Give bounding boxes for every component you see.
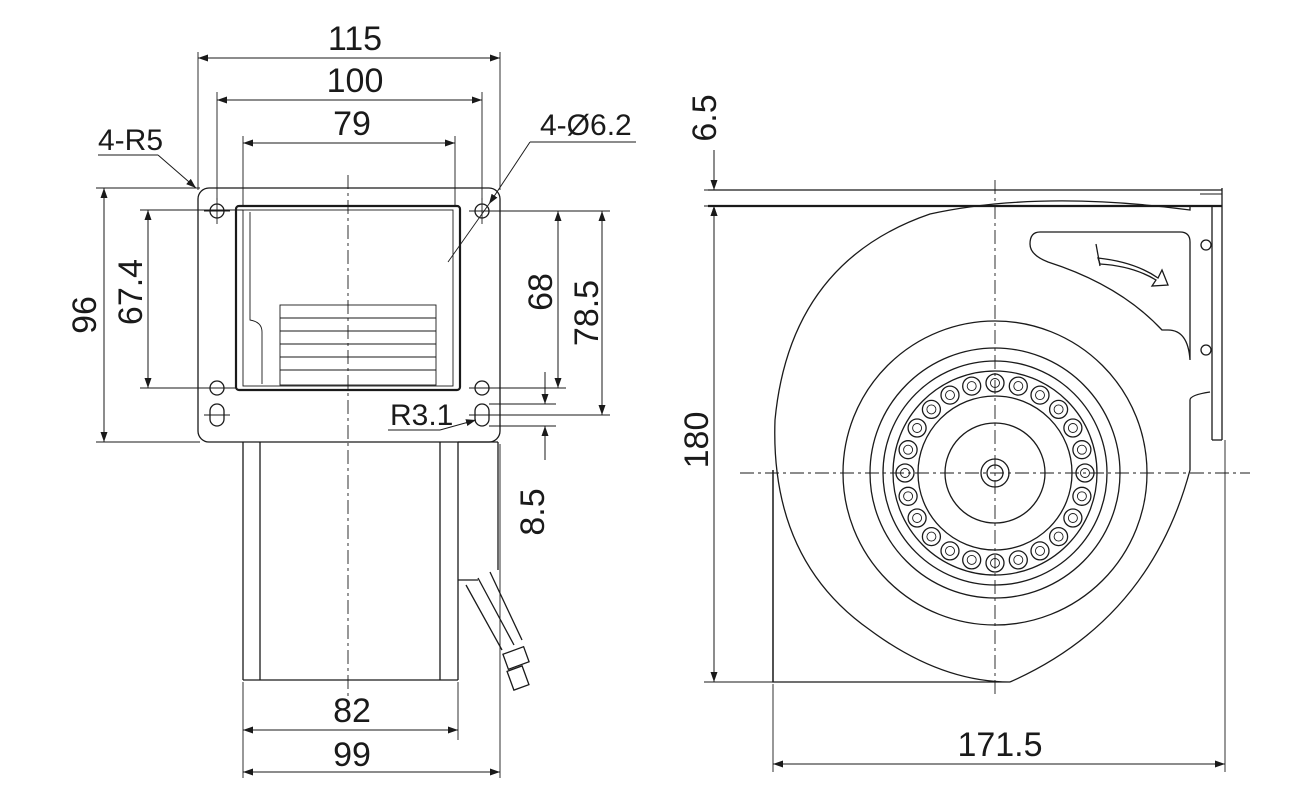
impeller-hole [921,399,942,420]
dim-slot-offset: 8.5 [514,488,552,535]
dim-height-hole-span: 78.5 [568,280,606,346]
front-view: 115 100 79 4-R5 4-Ø6.2 96 67.4 [66,20,636,778]
impeller-hole [1072,486,1092,506]
impeller-hole [985,553,1005,573]
impeller-hole-inner [1067,513,1078,523]
impeller-hole [1063,418,1083,438]
impeller-hole [898,440,918,460]
housing-body [242,441,499,681]
impeller-hole-inner [1035,545,1045,556]
side-view: 6.5 180 171.5 [678,94,1250,772]
dim-width-outlet: 79 [333,105,371,143]
dim-flange-thickness: 6.5 [686,94,724,141]
impeller-hole [1048,526,1069,547]
impeller-hole [921,526,942,547]
impeller-hole-inner [1013,381,1024,392]
impeller-hole-inner [1013,554,1024,565]
dim-height-outlet: 67.4 [112,259,150,325]
flange-plate [197,187,501,443]
impeller-hole-inner [966,554,977,565]
impeller-hole-inner [912,513,923,523]
scroll-housing [772,200,1191,683]
impeller-hole-inner [1053,404,1064,415]
impeller-hole-inner [903,444,914,455]
mounting-holes [204,198,495,427]
impeller-hole-inner [966,381,977,392]
impeller-hole-inner [1035,390,1045,401]
dim-width-hole-centers: 100 [327,62,384,100]
impeller-hole-inner [1080,468,1090,478]
impeller-hole [1072,440,1092,460]
callout-hole-diameter: 4-Ø6.2 [540,109,632,142]
impeller-hole-inner [926,531,937,542]
impeller-hole [940,541,960,561]
impeller-hole [898,486,918,506]
impeller-blades [279,304,437,386]
impeller-hole-inner [1076,491,1087,502]
impeller-hole-inner [903,491,914,502]
dim-height-inner: 68 [522,273,560,311]
dim-body-width: 82 [333,692,371,730]
impeller-hole [1008,550,1028,570]
impeller-hole [1030,541,1050,561]
impeller-hole-inner [912,423,923,433]
impeller-hole [1048,399,1069,420]
impeller-hole-inner [926,404,937,415]
impeller-hole [962,376,982,396]
rotation-arrow-icon [1095,243,1169,287]
impeller-hole-inner [1067,423,1078,433]
callout-corner-radius: 4-R5 [98,124,163,157]
impeller-hole [907,418,927,438]
callout-slot-radius: R3.1 [390,399,453,432]
mounting-bracket [1029,231,1212,361]
impeller-hole-inner [1053,531,1064,542]
impeller-hole-inner [945,390,955,401]
dim-height-overall: 180 [678,412,716,469]
impeller-hole [1063,508,1083,528]
impeller-hole [1008,376,1028,396]
impeller-hole [1030,385,1050,405]
dim-width-overall-side: 171.5 [957,726,1042,764]
dim-base-width: 99 [333,736,371,774]
dim-height-flange: 96 [66,296,104,334]
impeller-hole [962,550,982,570]
impeller-hole-inner [945,545,955,556]
impeller-hole [907,508,927,528]
impeller-hole [940,385,960,405]
dim-width-overall: 115 [328,20,382,58]
cable-icon [465,571,530,691]
impeller-hole-inner [1076,444,1087,455]
